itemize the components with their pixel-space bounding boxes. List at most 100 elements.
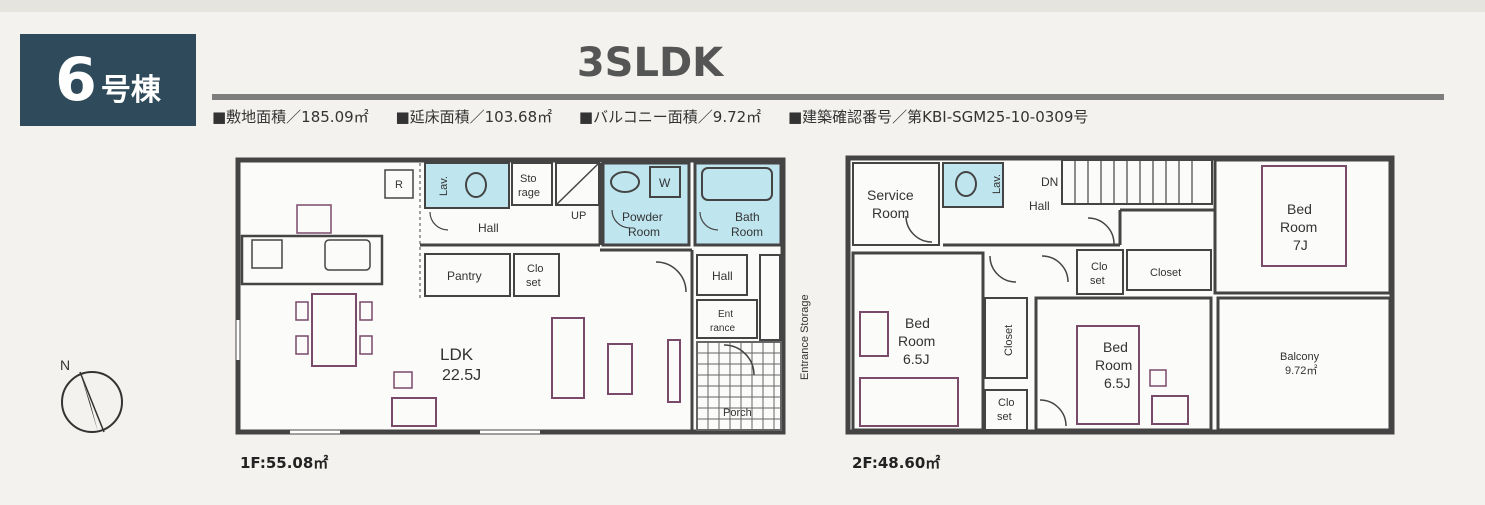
- lav-label-2f: Lav.: [991, 174, 1003, 194]
- floor-2-plan: [845, 155, 1395, 435]
- bedroom-65-mid: [1034, 296, 1213, 432]
- powder-label-bottom: Room: [628, 225, 660, 239]
- spec-line: ■敷地面積／185.09㎡ ■延床面積／103.68㎡ ■バルコニー面積／9.7…: [212, 106, 1272, 127]
- washer-box: [649, 166, 681, 198]
- storage-box: [511, 162, 553, 206]
- washer-label: W: [659, 176, 671, 190]
- bed-7j: [1261, 165, 1347, 267]
- bed65a-label-a: Bed: [905, 315, 930, 331]
- closet-box-2f-a: [1076, 249, 1124, 295]
- hall-label-2f: Hall: [1029, 199, 1050, 213]
- dining-table: [311, 293, 357, 367]
- desk-65-left: [859, 311, 889, 357]
- entrance-box: [696, 299, 758, 339]
- floor1-area-label: 1F:55.08㎡: [240, 454, 329, 472]
- spec-permit-number: ■建築確認番号／第KBI-SGM25-10-0309号: [787, 108, 1089, 126]
- spec-balcony-area: ■バルコニー面積／9.72㎡: [578, 108, 762, 126]
- porch-label: Porch: [723, 407, 752, 419]
- closet-box-1f: [513, 253, 560, 297]
- refrigerator-label: R: [395, 179, 403, 191]
- ldk-size: 22.5J: [442, 367, 481, 384]
- bath-label-top: Bath: [735, 210, 760, 224]
- refrigerator-spot: [384, 169, 414, 199]
- building-badge: 6 号棟: [20, 34, 196, 126]
- storage-label-bottom: rage: [518, 187, 540, 199]
- powder-sink: [610, 171, 640, 193]
- up-label: UP: [571, 210, 586, 222]
- entrance-label-top: Ent: [718, 309, 733, 320]
- spec-floor-area: ■延床面積／103.68㎡: [395, 108, 553, 126]
- pantry-box: [424, 253, 511, 297]
- ldk-label: LDK: [440, 345, 474, 364]
- balcony-size: 9.72㎡: [1285, 364, 1317, 377]
- entrance-storage-box: [759, 254, 781, 341]
- service-room-box: [852, 162, 940, 246]
- lav-area-2f: [942, 162, 1004, 208]
- building-suffix: 号棟: [100, 73, 161, 108]
- top-band: [0, 0, 1485, 12]
- floor-2-labels: Service Room Lav. DN Hall Bed Room 7J Cl…: [867, 174, 1320, 423]
- compass-north-label: N: [60, 357, 70, 373]
- closet-box-2f-c: [984, 389, 1028, 431]
- closet-box-2f-b: [1126, 249, 1212, 291]
- title-rule: [212, 94, 1444, 100]
- under-floor-storage: [296, 204, 332, 234]
- bath-room: [693, 161, 783, 247]
- bed65b-label-b: Room: [1095, 357, 1132, 373]
- entrance-storage-label: Entrance Storage: [799, 294, 811, 380]
- toilet-2f: [955, 171, 977, 197]
- desk-65-mid: [1151, 395, 1189, 425]
- bed65a-label-c: 6.5J: [903, 351, 929, 367]
- closet-a-label-top: Clo: [1091, 261, 1108, 273]
- closet-label-top-1f: Clo: [527, 263, 544, 275]
- closet-a-label-bottom: set: [1090, 275, 1105, 287]
- porch-tiles: [696, 341, 782, 431]
- closet-box-2f-v: [984, 297, 1028, 379]
- bed65a-label-b: Room: [898, 333, 935, 349]
- kitchen-counter: [240, 234, 384, 286]
- powder-room: [601, 161, 691, 247]
- bed7-label-b: Room: [1280, 219, 1317, 235]
- balcony-label: Balcony: [1280, 351, 1320, 363]
- bed65b-label-c: 6.5J: [1104, 375, 1130, 391]
- plan-title: 3SLDK: [576, 40, 724, 86]
- floor2-area-label: 2F:48.60㎡: [852, 454, 941, 472]
- building-number: 6: [55, 45, 97, 115]
- bed-65-left: [859, 377, 959, 427]
- stove: [251, 239, 283, 269]
- closet-label-bottom-1f: set: [526, 277, 541, 289]
- powder-label-top: Powder: [622, 210, 663, 224]
- floor-1-plan: [235, 157, 786, 435]
- entrance-label-bottom: rance: [710, 323, 735, 334]
- sofa: [551, 317, 585, 399]
- hall-1f-box: [696, 254, 748, 296]
- toilet: [465, 172, 487, 198]
- tv-board: [667, 339, 681, 403]
- bathtub: [701, 167, 773, 201]
- compass: N: [60, 357, 123, 433]
- lav-label-1f: Lav.: [438, 176, 450, 196]
- floor-1-labels: LDK 22.5J Lav. Sto rage UP Hall Powder R…: [395, 173, 811, 419]
- staircase: [1061, 159, 1213, 205]
- closet-b-label: Closet: [1150, 267, 1181, 279]
- low-table: [607, 343, 633, 395]
- bed7-label-c: 7J: [1293, 237, 1308, 253]
- hall2-label-1f: Hall: [712, 269, 733, 283]
- bedroom-7j: [1213, 158, 1392, 295]
- bath-label-bottom: Room: [731, 225, 763, 239]
- bed7-label-a: Bed: [1287, 201, 1312, 217]
- closet-c-label-bottom: set: [997, 411, 1012, 423]
- spec-site-area: ■敷地面積／185.09㎡: [212, 108, 369, 126]
- bedroom-65-left: [851, 251, 985, 432]
- bed65b-label-a: Bed: [1103, 339, 1128, 355]
- desk-1f: [391, 397, 437, 427]
- service-label-top: Service: [867, 187, 914, 203]
- pantry-label: Pantry: [447, 269, 482, 283]
- hall-label-1f: Hall: [478, 221, 499, 235]
- balcony-box: [1216, 296, 1392, 432]
- dn-label: DN: [1041, 175, 1058, 189]
- closet-c-label-top: Clo: [998, 397, 1015, 409]
- storage-label-top: Sto: [520, 173, 537, 185]
- closet-v-label: Closet: [1003, 325, 1015, 356]
